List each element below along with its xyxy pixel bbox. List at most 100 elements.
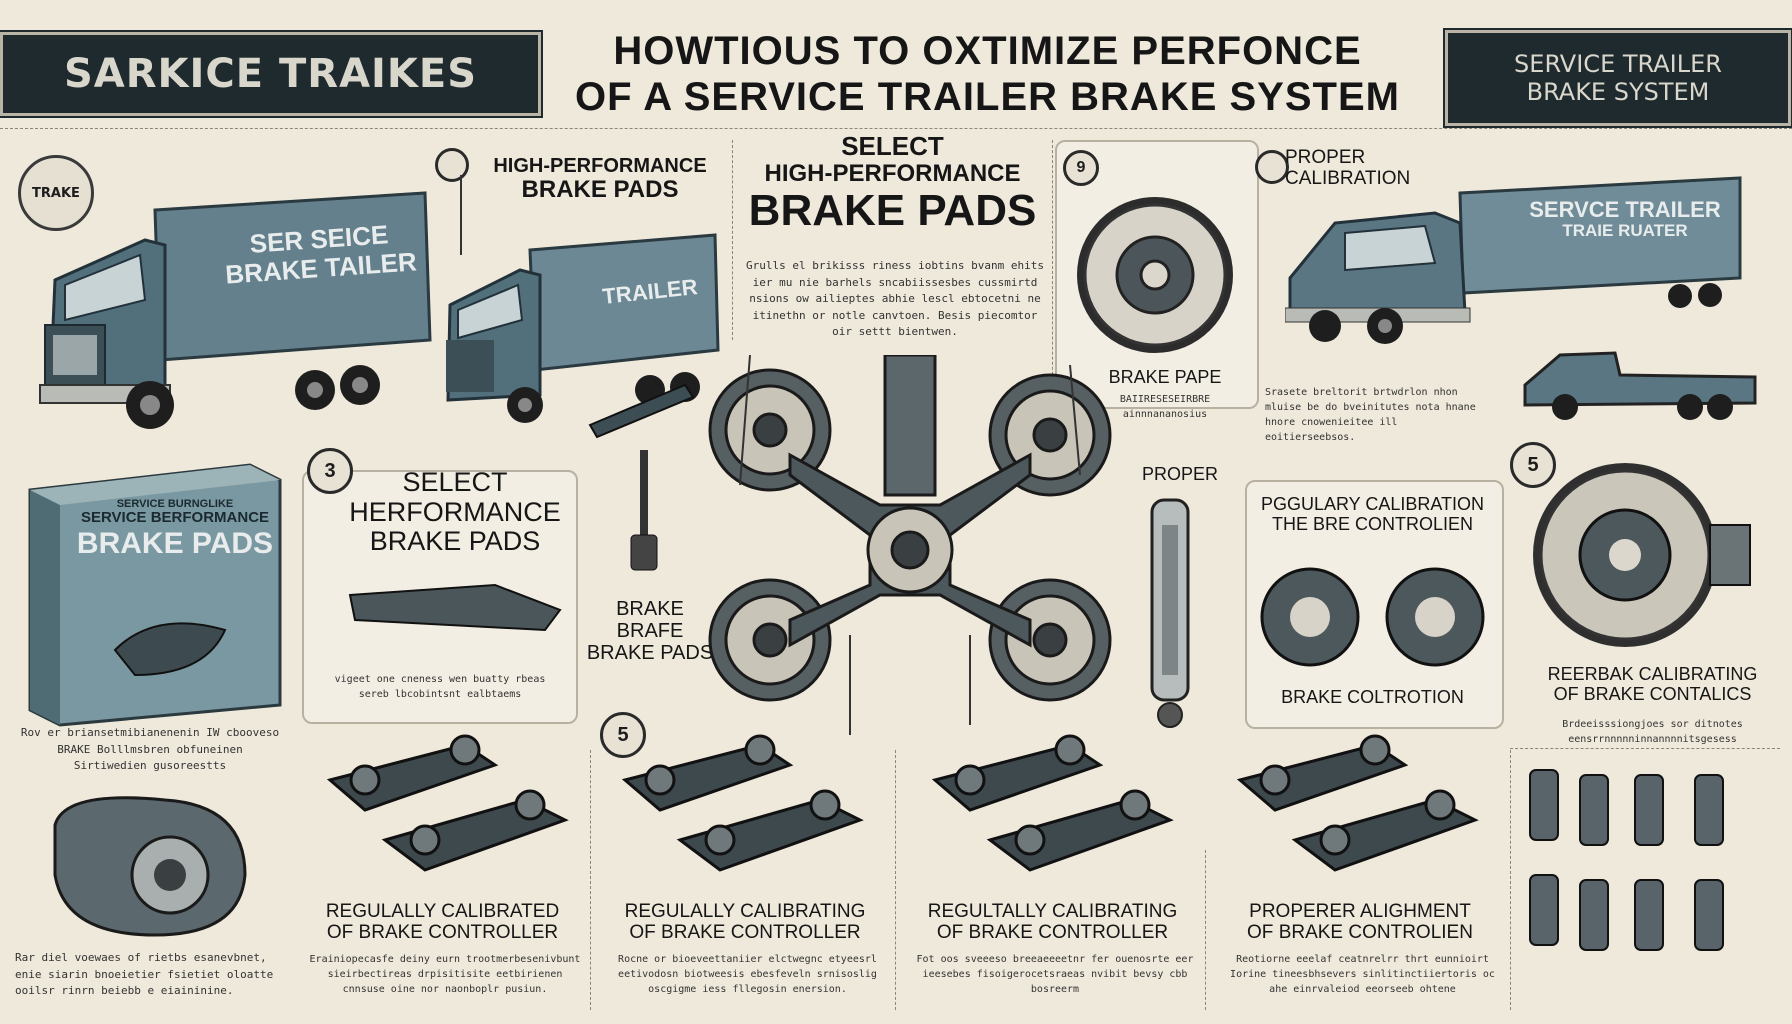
right-rule: [1510, 748, 1780, 749]
step-badge-top-1: [435, 148, 469, 182]
truck-illustration-large: [39, 191, 432, 429]
step-badge-disc: 9: [1063, 150, 1099, 186]
brake-lever-icon: [630, 450, 658, 571]
brake-pads-illustration-3: [931, 734, 1174, 872]
bottom-1-line-2: OF BRAKE CONTROLLER: [326, 921, 559, 943]
left-body: Rov er briansetmibianenenin IW cbooveso …: [20, 726, 280, 772]
truck3-side-text: SERVCE TRAILER TRAIE RUATER: [1510, 197, 1740, 241]
step5-body: Brdeeisssiongjoes sor ditnotes eensrrnnn…: [1562, 719, 1743, 745]
step-top-1-line-2: BRAKE PADS: [521, 176, 679, 203]
bottom-4-line-1: PROPERER ALIGHMENT: [1249, 901, 1471, 922]
brake-adjuster-icon: [1150, 498, 1190, 728]
divider-1: [732, 140, 733, 340]
page-title: HOWTIOUS TO OXTIMIZE PERFONCE OF A SERVI…: [535, 30, 1440, 118]
truck3-side-line-2: TRAIE RUATER: [1562, 221, 1688, 241]
step-top-right-line-2: CALIBRATION: [1285, 167, 1411, 189]
center-proper-label: PROPER: [1141, 464, 1219, 484]
step-top-right-line-1: PROPER: [1285, 147, 1366, 168]
logo: TRAKE: [18, 155, 94, 231]
step-disc-number: 9: [1076, 159, 1086, 176]
top-right-body: Srasete breltorit brtwdrlon nhon mluise …: [1265, 387, 1476, 443]
title-line-1: HOWTIOUS TO OXTIMIZE PERFONCE: [613, 29, 1362, 73]
title-line-2: OF A SERVICE TRAILER BRAKE SYSTEM: [575, 75, 1400, 119]
pickup-truck-icon: [1523, 351, 1757, 420]
header-rule: [0, 128, 1792, 129]
step3-number: 3: [324, 459, 336, 482]
box-label: SERVICE BURNGLIKE SERVICE BERFORMANCE BR…: [75, 498, 275, 560]
bottom-2-line-2: OF BRAKE CONTROLLER: [629, 921, 861, 943]
cal-title: PGGULARY CALIBRATION THE BRE CONTROLIEN: [1250, 494, 1495, 535]
divider-2: [1052, 140, 1053, 400]
brake-pads-illustration-4: [1236, 734, 1479, 872]
step3-badge: 3: [307, 448, 353, 494]
brake-pads-illustration-1: [326, 734, 569, 872]
right-banner-line-1: SERVICE TRAILER: [1514, 50, 1722, 78]
step5-line-1: REERBAK CALIBRATING: [1547, 664, 1758, 684]
bottom-caption-1: REGULALLY CALIBRATED OF BRAKE CONTROLLER: [300, 901, 585, 944]
brake-pads-illustration-2: [621, 734, 864, 872]
bottom-left-body: Rar diel voewaes of rietbs esanevbnet, e…: [15, 951, 274, 997]
center-top-line-2: HIGH-PERFORMANCE: [764, 159, 1021, 187]
brake-pads-box: [28, 463, 282, 727]
step5-mid-number: 5: [617, 723, 629, 746]
divider-bottom-1: [590, 750, 591, 1010]
brake-pad-strip: [588, 383, 695, 439]
step3-heading: SELECT HERFORMANCE BRAKE PADS: [340, 467, 570, 557]
step-top-1-heading: HIGH-PERFORMANCE BRAKE PADS: [465, 155, 735, 203]
step-top-right-heading: PROPER CALIBRATION: [1285, 147, 1475, 190]
bottom-4-line-2: OF BRAKE CONTROLIEN: [1247, 921, 1473, 943]
step-top-1-line-1: HIGH-PERFORMANCE: [493, 155, 707, 177]
step-disc-sub: BAIIRESESEIRBRE ainnnananosius: [1119, 394, 1211, 420]
rotor-caliper-icon: [1533, 463, 1751, 647]
box-line-1: SERVICE BERFORMANCE: [80, 509, 270, 527]
right-banner: SERVICE TRAILER BRAKE SYSTEM: [1445, 30, 1791, 126]
center-top-body: Grulls el brikisss riness iobtins bvanm …: [745, 259, 1044, 338]
center-top-line-3: BRAKE PADS: [748, 185, 1037, 235]
logo-text: TRAKE: [32, 185, 80, 201]
box-line-2: BRAKE PADS: [76, 526, 274, 560]
step5-mid-badge: 5: [600, 712, 646, 758]
step3-line-1: SELECT: [402, 467, 508, 497]
brake-pad-set-icon: [348, 583, 562, 632]
cal-title-line-1: PGGULARY CALIBRATION: [1260, 494, 1485, 514]
center-label-1: BRAKE: [616, 598, 684, 620]
divider-bottom-3: [1205, 850, 1206, 1010]
center-label-3: BRAKE PADS: [586, 642, 714, 664]
bottom-3-line-2: OF BRAKE CONTROLLER: [936, 921, 1169, 943]
step-disc-label: BRAKE PAPE: [1108, 367, 1222, 387]
brake-shoe-grid: [1529, 769, 1724, 951]
step5-line-2: OF BRAKE CONTALICS: [1553, 683, 1752, 704]
step3-line-3: BRAKE PADS: [369, 526, 541, 557]
left-banner: SARKICE TRAIKES: [0, 32, 541, 116]
box-top: SERVICE BURNGLIKE: [116, 498, 234, 510]
brake-axle-assembly: [708, 355, 1112, 735]
brake-caliper-icon: [53, 796, 247, 937]
bottom-caption-3: REGULTALLY CALIBRATING OF BRAKE CONTROLL…: [905, 901, 1200, 944]
step3-body: vigeet one cneness wen buatty rbeas sere…: [334, 674, 546, 700]
center-top-line-1: SELECT: [841, 131, 944, 161]
truck3-side-line-1: SERVCE TRAILER: [1529, 197, 1721, 222]
bottom-2-line-1: REGULALLY CALIBRATING: [624, 901, 866, 922]
bottom-3-body: Fot oos sveeeso breeaeeeetnr fer ouenosr…: [916, 954, 1194, 995]
calibration-discs: [1260, 567, 1485, 667]
bottom-caption-4: PROPERER ALIGHMENT OF BRAKE CONTROLIEN: [1215, 901, 1505, 944]
step5-badge: 5: [1510, 442, 1556, 488]
step5-heading: REERBAK CALIBRATING OF BRAKE CONTALICS: [1520, 664, 1785, 705]
divider-bottom-2: [895, 750, 896, 1010]
cal-bottom: BRAKE COLTROTION: [1281, 687, 1464, 707]
center-label-2: BRAFE: [616, 620, 684, 642]
bottom-1-body: Erainiopecasfe deiny eurn trootmerbeseni…: [309, 954, 581, 995]
bottom-caption-2: REGULALLY CALIBRATING OF BRAKE CONTROLLE…: [600, 901, 890, 944]
bottom-1-line-1: REGULALLY CALIBRATED: [325, 901, 560, 922]
truck-illustration-small: [446, 233, 720, 423]
truck-illustration-right: [1285, 176, 1742, 344]
bottom-4-body: Reotiorne eeelaf ceatnrelrr thrt eunnioi…: [1230, 954, 1495, 995]
center-labels: BRAKE BRAFE BRAKE PADS: [585, 598, 715, 664]
cal-title-line-2: THE BRE CONTROLIEN: [1271, 513, 1474, 534]
right-banner-line-2: BRAKE SYSTEM: [1526, 78, 1710, 106]
center-top-heading: SELECT HIGH-PERFORMANCE BRAKE PADS: [735, 132, 1050, 235]
bottom-3-line-1: REGULTALLY CALIBRATING: [927, 901, 1178, 922]
step3-line-2: HERFORMANCE: [349, 496, 561, 527]
left-banner-text: SARKICE TRAIKES: [63, 51, 478, 97]
divider-bottom-4: [1510, 750, 1511, 1010]
